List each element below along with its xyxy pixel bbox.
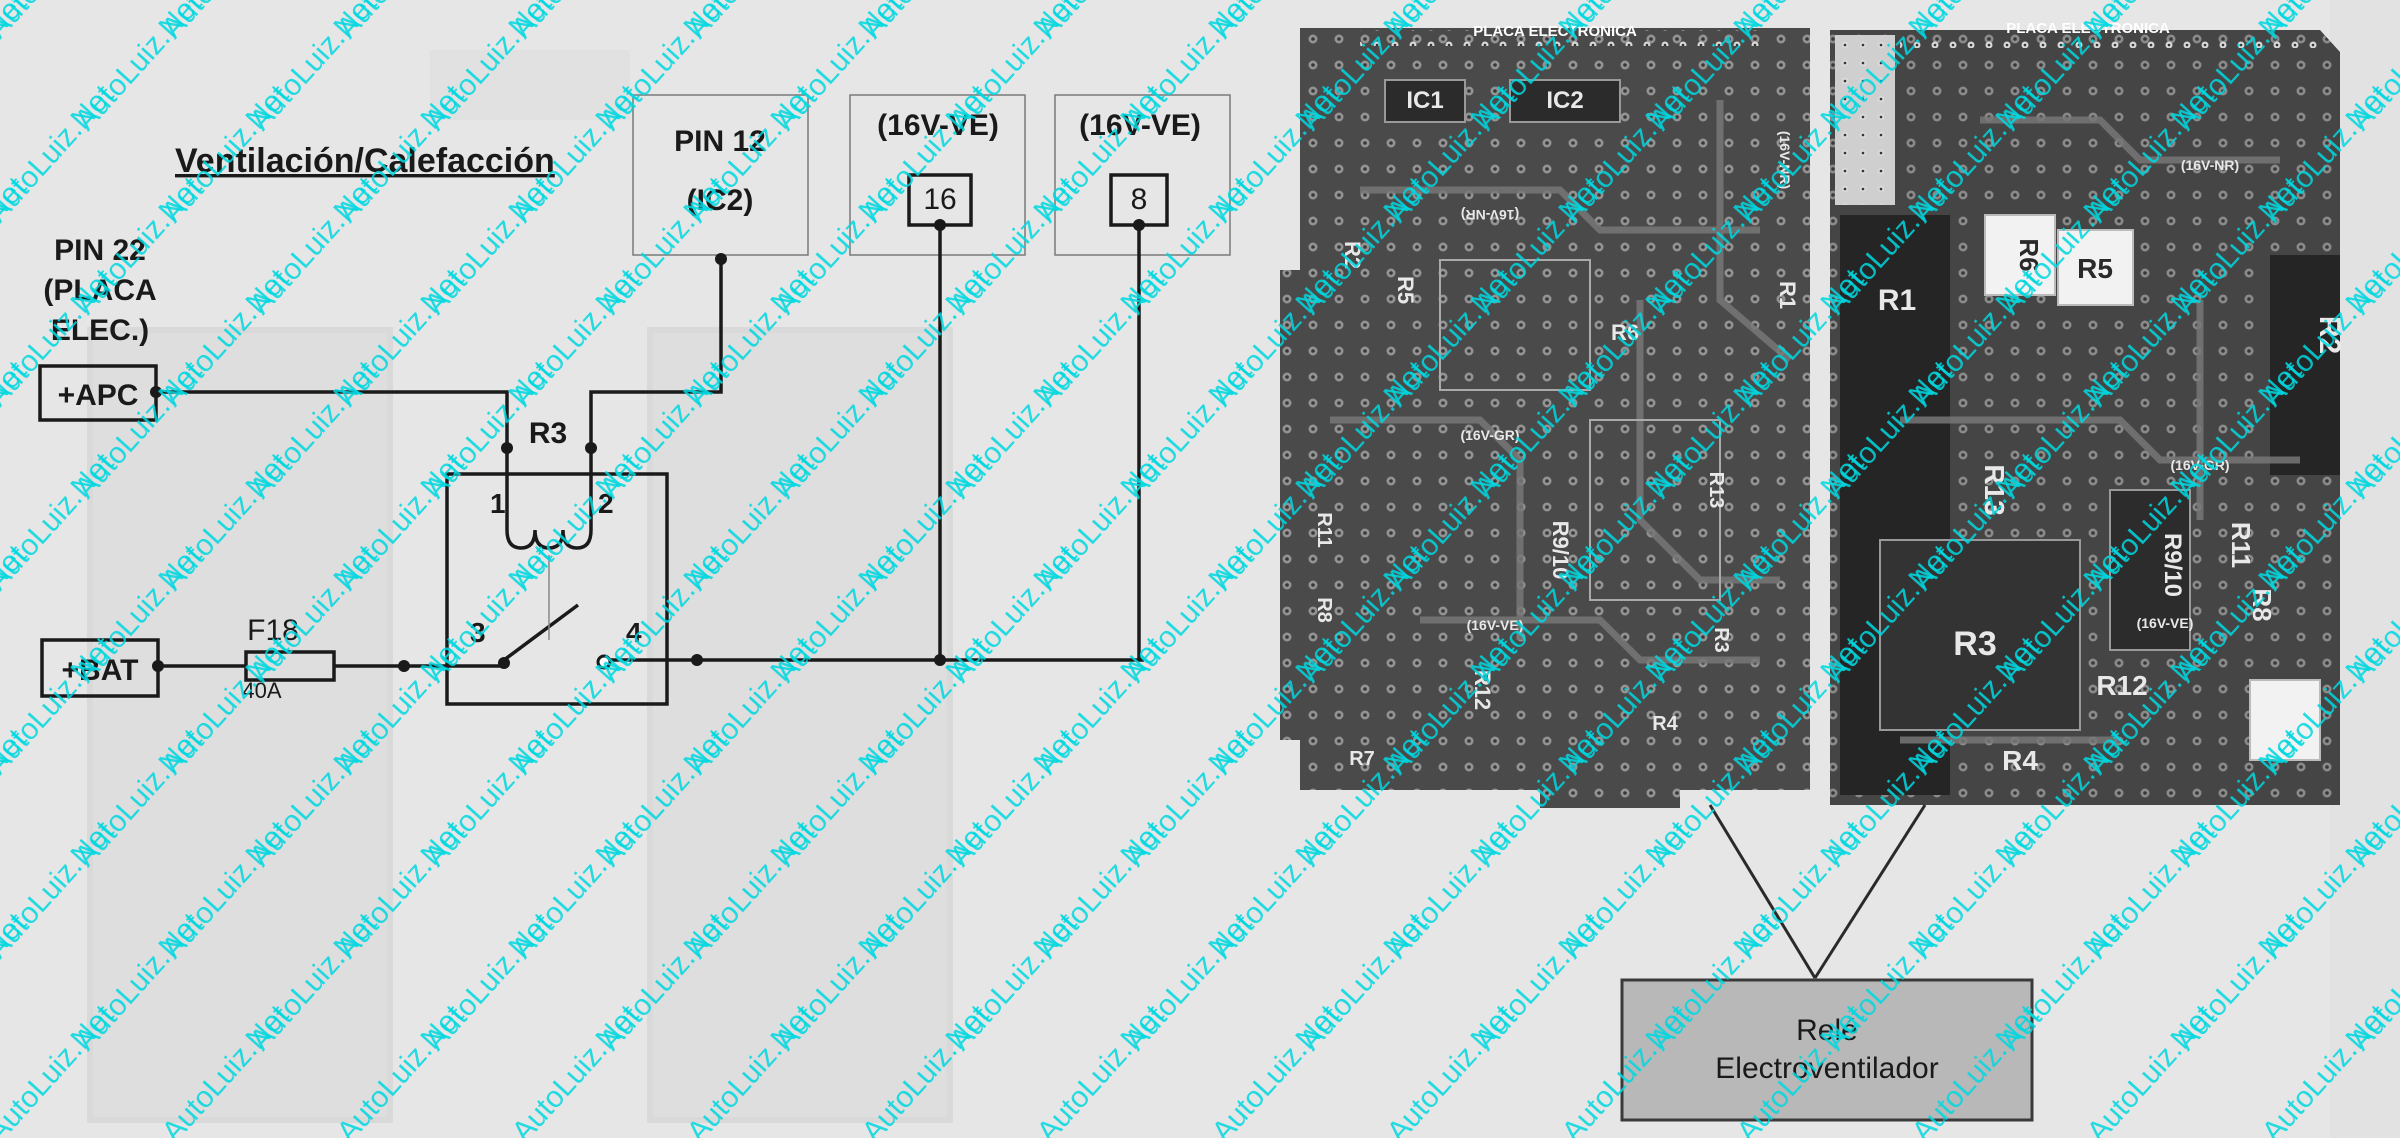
board-left-ic1: IC1	[1406, 87, 1443, 114]
watermark-text: AutoLuiz.Net	[0, 906, 34, 1056]
watermark-text: AutoLuiz.Net	[1381, 998, 1521, 1138]
board-right-r6-block	[1984, 214, 2056, 296]
board-left-r4: R4	[1652, 713, 1678, 735]
board-right-r13: R13	[1979, 464, 2010, 515]
board-left-r2: R2	[1340, 241, 1365, 269]
pin22-line-2: (PLACA	[43, 274, 156, 307]
board-left-r3: R3	[1710, 627, 1732, 653]
watermark-text: AutoLuiz.Net	[0, 170, 34, 320]
board-left-r13: R13	[1705, 472, 1727, 509]
conn8-pin: 8	[1131, 183, 1148, 216]
board-left-r5: R5	[1393, 276, 1418, 304]
relay-label: R3	[529, 417, 567, 450]
board-right-conn-2: (16V-GR)	[2170, 457, 2229, 473]
watermark-text: AutoLuiz.Net	[1206, 998, 1346, 1138]
board-right-r12: R12	[2096, 670, 2147, 701]
board-left-r12: R12	[1470, 670, 1495, 710]
watermark-text: AutoLuiz.Net	[506, 998, 646, 1138]
relay-contact-open	[596, 654, 612, 670]
relay-r3-housing	[445, 472, 669, 706]
board-right-r5-block	[2057, 229, 2134, 306]
relay-terminal-2: 2	[598, 488, 614, 519]
board-right-r8: R8	[2247, 588, 2277, 621]
schematic-labels: Ventilación/Calefacción PIN 22 (PLACA EL…	[43, 109, 1201, 703]
board-left-r1: R1	[1775, 281, 1800, 309]
apc-label: +APC	[58, 379, 139, 412]
junction-dots	[150, 219, 1145, 672]
board-left-r910: R9/10	[1548, 521, 1573, 580]
board-right-r7-block	[2249, 679, 2321, 761]
board-right-r4: R4	[2002, 745, 2038, 776]
board-right-r5: R5	[2077, 253, 2113, 284]
watermark-text: AutoLuiz.Net	[0, 0, 34, 137]
board-left-conn-2: (16V-NR)	[1461, 207, 1519, 223]
watermark-text: AutoLuiz.Net	[0, 722, 34, 872]
board-right-r11: R11	[2226, 522, 2256, 568]
fuse-rating: 40A	[242, 678, 281, 703]
conn8-box	[1054, 94, 1231, 256]
board-left-r6: R6	[1611, 320, 1639, 345]
relay-terminal-3: 3	[470, 617, 486, 648]
wire-apc-to-coil	[156, 390, 509, 448]
board-right-title: PLACA ELECTRONICA	[2006, 20, 2170, 37]
board-left-r11: R11	[1313, 512, 1335, 548]
callout-leader-right	[1813, 804, 1927, 979]
callout-line-1: Relé	[1796, 1014, 1858, 1047]
callout: Relé Electroventilador	[1620, 804, 2034, 1122]
callout-box	[1620, 978, 2034, 1122]
board-left-photo: PLACA ELECTRONICA IC1 IC2 (16V-NR) (16V-…	[1280, 23, 1810, 808]
pin22-line-3: ELEC.)	[51, 314, 149, 347]
board-right-r3: R3	[1953, 625, 1996, 663]
board-left-ic2: IC2	[1546, 87, 1583, 114]
conn8-header: (16V-VE)	[1079, 109, 1201, 142]
board-left-r8: R8	[1313, 597, 1335, 623]
relay-terminal-1: 1	[490, 488, 506, 519]
board-right-r910: R9/10	[2159, 533, 2186, 597]
board-right-conn-1: (16V-NR)	[2181, 157, 2239, 173]
board-left-title: PLACA ELECTRONICA	[1473, 23, 1637, 40]
relay-terminal-4: 4	[626, 617, 642, 648]
fuse-label: F18	[247, 614, 299, 647]
pin12-line-1: PIN 12	[674, 125, 766, 158]
board-left-r7: R7	[1349, 748, 1375, 770]
board-left-conn-1: (16V-NR)	[1777, 131, 1793, 189]
scan-ghost	[87, 0, 2400, 1138]
board-right-photo: PLACA ELECTRONICA (16V-NR) (16V-GR) (16V…	[1830, 20, 2346, 805]
watermark-text: AutoLuiz.Net	[2081, 998, 2221, 1138]
watermark-text: AutoLuiz.Net	[0, 538, 34, 688]
relay-coil	[505, 529, 593, 550]
bat-label: +BAT	[62, 654, 139, 687]
board-right-r6: R6	[2014, 238, 2044, 271]
callout-line-2: Electroventilador	[1715, 1052, 1938, 1085]
schematic-title: Ventilación/Calefacción	[175, 142, 555, 180]
board-left-conn-3: (16V-GR)	[1460, 427, 1519, 443]
watermark-text: AutoLuiz.Net	[0, 354, 34, 504]
board-left-conn-4: (16V-VE)	[1467, 617, 1524, 633]
board-right-r2: R2	[2313, 316, 2346, 354]
pin22-line-1: PIN 22	[54, 234, 146, 267]
watermark-text: AutoLuiz.Net	[1031, 998, 1171, 1138]
conn16-pin: 16	[923, 183, 956, 216]
relay-switch-blade	[502, 603, 580, 662]
wire-pin12-to-coil	[589, 259, 723, 448]
conn16-box	[849, 94, 1026, 256]
board-right-r1: R1	[1878, 284, 1916, 317]
board-right-conn-3: (16V-VE)	[2137, 615, 2194, 631]
pin12-line-2: (IC2)	[687, 184, 754, 217]
conn16-header: (16V-VE)	[877, 109, 999, 142]
callout-leader-left	[1708, 804, 1817, 979]
